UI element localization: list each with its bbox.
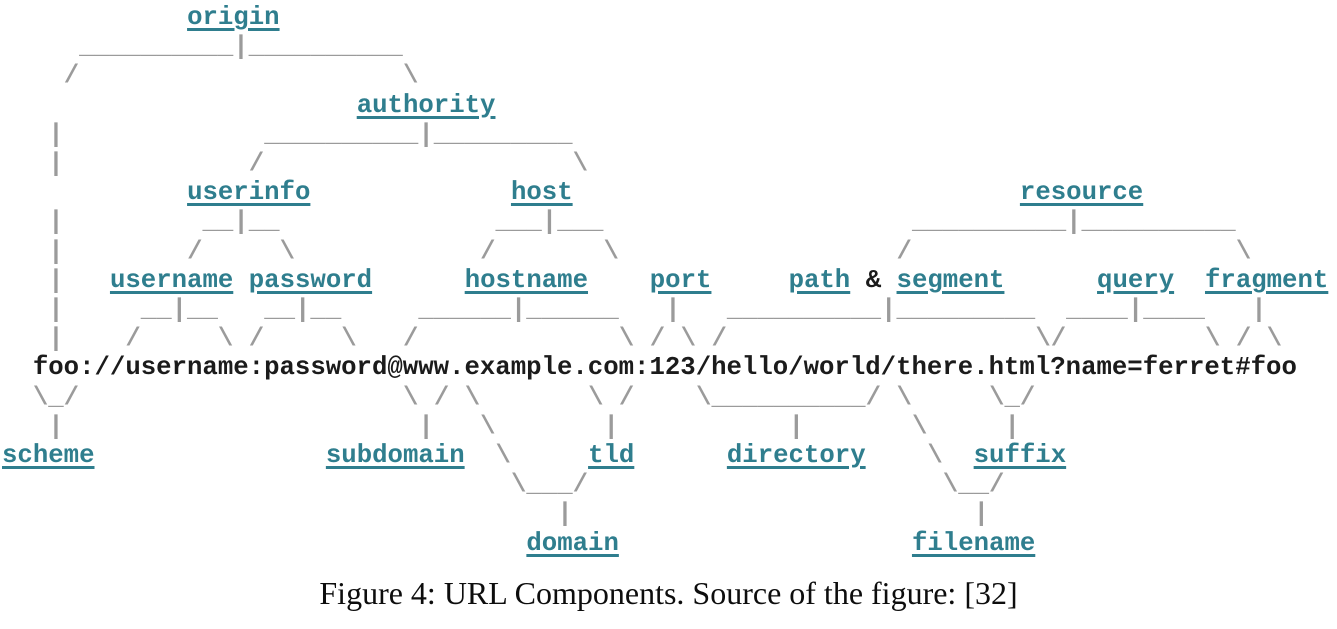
label-authority[interactable]: authority: [356, 90, 496, 120]
label-filename[interactable]: filename: [911, 528, 1036, 558]
tree-line: ___|___: [495, 207, 604, 237]
tree-line: \: [217, 324, 234, 354]
tree-line: __________|__________: [911, 207, 1236, 237]
label-domain[interactable]: domain: [526, 528, 619, 558]
tree-line: \: [464, 382, 481, 412]
tree-line: \: [1035, 324, 1051, 354]
tree-line: \: [495, 441, 511, 470]
label-suffix[interactable]: suffix: [973, 441, 1067, 470]
label-origin[interactable]: origin: [187, 3, 280, 32]
tree-line: /: [618, 382, 635, 412]
tree-line: ____|____: [1066, 295, 1205, 324]
tree-line: |: [603, 411, 619, 441]
tree-line: |: [788, 411, 804, 441]
tree-line: \: [402, 61, 419, 91]
tree-line: \: [341, 324, 357, 354]
tree-line: /: [433, 382, 450, 412]
tree-line: /: [63, 61, 80, 91]
tree-line: |: [48, 207, 64, 237]
tree-line: \: [927, 441, 943, 470]
tree-line: \: [279, 236, 296, 266]
tree-line: __________|_________: [264, 119, 573, 149]
tree-line: __|__: [140, 295, 218, 324]
label-scheme[interactable]: scheme: [2, 441, 95, 470]
url-string: foo://username:password@www.example.com:…: [32, 353, 1297, 383]
tree-line: \: [1204, 324, 1221, 354]
label-segment[interactable]: segment: [896, 265, 1005, 295]
label-port[interactable]: port: [649, 265, 712, 295]
tree-line: \: [680, 324, 697, 354]
tree-line: \: [402, 382, 419, 412]
tree-line: |: [557, 499, 573, 529]
tree-line: \: [588, 382, 604, 412]
label-directory[interactable]: directory: [726, 441, 866, 470]
label-username[interactable]: username: [109, 265, 234, 295]
ampersand-separator: &: [865, 265, 882, 295]
tree-line: \: [1235, 236, 1252, 266]
label-password[interactable]: password: [248, 265, 373, 295]
tree-line: \__/: [942, 470, 1005, 500]
tree-line: /: [1050, 324, 1067, 354]
tree-line: /: [248, 324, 265, 354]
tree-line: \: [896, 382, 912, 412]
label-path[interactable]: path: [788, 265, 851, 295]
label-host[interactable]: host: [510, 178, 573, 208]
tree-line: |: [1004, 411, 1020, 441]
tree-line: |: [48, 236, 64, 266]
tree-line: /: [125, 324, 141, 354]
figure-caption: Figure 4: URL Components. Source of the …: [319, 575, 1018, 611]
tree-line: /: [248, 149, 265, 178]
tree-line: \: [1266, 324, 1283, 354]
tree-line: |: [48, 265, 64, 295]
tree-line: \: [480, 411, 496, 441]
tree-line: |: [48, 119, 64, 149]
label-tld[interactable]: tld: [588, 441, 635, 470]
tree-line: |: [48, 295, 64, 324]
tree-line: /: [711, 324, 727, 354]
tree-line: \: [603, 236, 619, 266]
tree-line: __|__: [202, 207, 280, 237]
tree-line: /: [187, 236, 203, 266]
tree-line: \___/: [510, 470, 589, 500]
tree-line: |: [418, 411, 434, 441]
label-query[interactable]: query: [1097, 265, 1175, 295]
tree-line: \: [618, 324, 635, 354]
tree-line: \: [572, 149, 589, 178]
tree-line: \_/: [989, 382, 1036, 412]
tree-line: |: [665, 295, 681, 324]
tree-line: |: [48, 149, 64, 178]
tree-line: |: [48, 411, 64, 441]
tree-line: \: [911, 411, 928, 441]
tree-line: /: [1235, 324, 1252, 354]
label-hostname[interactable]: hostname: [464, 265, 589, 295]
label-resource[interactable]: resource: [1019, 178, 1144, 208]
tree-line: \_/: [32, 382, 80, 412]
tree-line: /: [402, 324, 419, 354]
tree-line: /: [896, 236, 912, 266]
tree-line: \__________/: [696, 382, 882, 412]
tree-line: /: [480, 236, 496, 266]
label-userinfo[interactable]: userinfo: [187, 178, 311, 208]
tree-line: /: [649, 324, 666, 354]
tree-line: __|__: [264, 295, 342, 324]
tree-line: |: [973, 499, 990, 529]
tree-line: __________|_________: [726, 295, 1036, 324]
label-subdomain[interactable]: subdomain: [325, 441, 465, 470]
tree-line: |: [48, 324, 64, 354]
tree-line: __________|__________: [79, 32, 403, 62]
tree-line: |: [1251, 295, 1267, 324]
label-fragment[interactable]: fragment: [1204, 265, 1329, 295]
tree-line: ______|______: [418, 295, 619, 324]
